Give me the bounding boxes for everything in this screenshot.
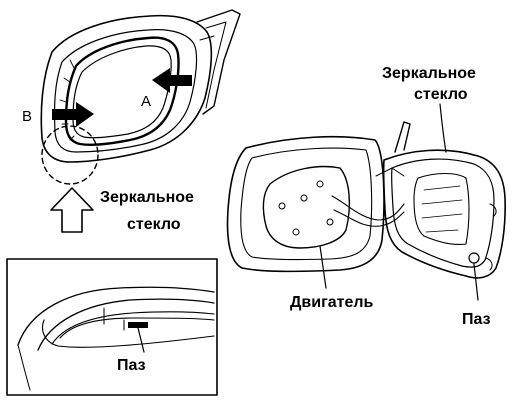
label-glass-right-line1: Зеркальное [382,65,476,82]
label-arrow-a: A [141,93,151,110]
view-direction-arrow-icon [50,187,94,233]
label-slot-right: Паз [462,311,491,328]
left-mirror-assembly [40,9,241,185]
label-motor: Двигатель [290,294,374,311]
arrow-a-icon [152,68,192,93]
label-arrow-b: B [22,108,32,125]
label-glass-left-line2: стекло [127,216,181,233]
mount-tab [394,121,411,153]
label-slot-inset: Паз [117,357,146,374]
right-mirror-housing [226,135,405,289]
arrow-b-icon [52,102,94,127]
inset-detail-box [6,258,218,396]
label-glass-right-line2: стекло [414,86,468,103]
label-glass-left-line1: Зеркальное [100,189,194,206]
right-mirror-glass [382,103,506,301]
